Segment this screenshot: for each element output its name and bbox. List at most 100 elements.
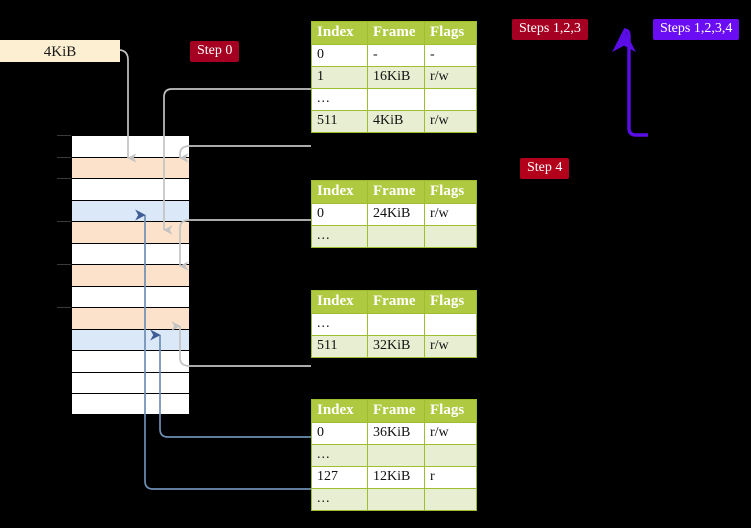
cell-frame: 32KiB — [367, 335, 425, 358]
cell-frame: - — [367, 44, 425, 67]
cell-flags: - — [424, 44, 477, 67]
column-header-index: Index — [311, 21, 368, 45]
table-header-row: Index Frame Flags — [311, 21, 477, 45]
cell-index: 0 — [311, 44, 368, 67]
table-row: ... — [311, 225, 477, 248]
memory-frame — [71, 307, 190, 329]
cell-flags: r/w — [424, 335, 477, 358]
cell-frame: 36KiB — [367, 422, 425, 445]
cell-frame: 24KiB — [367, 203, 425, 226]
memory-tick — [57, 221, 71, 223]
cell-frame: 16KiB — [367, 66, 425, 89]
cell-frame — [367, 444, 425, 467]
memory-tick — [57, 156, 71, 158]
cell-flags — [424, 225, 477, 248]
column-header-flags: Flags — [424, 21, 477, 45]
memory-frame — [71, 221, 190, 243]
cell-frame — [367, 225, 425, 248]
memory-frame — [71, 264, 190, 286]
cell-flags: r/w — [424, 422, 477, 445]
cell-index: 1 — [311, 66, 368, 89]
cell-flags — [424, 88, 477, 111]
size-label-4kib: 4KiB — [0, 40, 120, 62]
memory-tick — [57, 307, 71, 309]
memory-frame — [71, 178, 190, 200]
cell-index: 0 — [311, 422, 368, 445]
wire-steps-bracket — [612, 28, 648, 137]
memory-frame — [71, 242, 190, 265]
table-row: ... — [311, 444, 477, 467]
memory-frame — [71, 328, 190, 351]
memory-frame — [71, 393, 190, 415]
cell-frame: 4KiB — [367, 110, 425, 133]
memory-tick — [57, 264, 71, 266]
column-header-flags: Flags — [424, 290, 477, 314]
cell-index: 511 — [311, 335, 368, 358]
physical-memory-column — [71, 135, 190, 415]
memory-tick — [57, 178, 71, 180]
column-header-flags: Flags — [424, 180, 477, 204]
table-header-row: Index Frame Flags — [311, 399, 477, 423]
badge-step-4: Step 4 — [520, 158, 570, 179]
memory-frame — [71, 350, 190, 372]
cell-frame: 12KiB — [367, 466, 425, 489]
cell-flags — [424, 313, 477, 336]
badge-steps-1-2-3-4: Steps 1,2,3,4 — [653, 19, 740, 40]
memory-frame — [71, 371, 190, 394]
cell-flags — [424, 488, 477, 511]
table-row: 0-- — [311, 44, 477, 67]
memory-frame — [71, 199, 190, 222]
column-header-index: Index — [311, 180, 368, 204]
cell-index: ... — [311, 88, 368, 111]
memory-tick — [57, 135, 71, 136]
cell-flags: r/w — [424, 66, 477, 89]
table-row: ... — [311, 488, 477, 511]
column-header-index: Index — [311, 290, 368, 314]
wire-l3-row0-to-memory — [179, 219, 311, 271]
column-header-flags: Flags — [424, 399, 477, 423]
memory-frame — [71, 285, 190, 308]
table-header-row: Index Frame Flags — [311, 290, 477, 314]
wire-l2-row511-to-memory — [171, 321, 311, 367]
cell-index: 127 — [311, 466, 368, 489]
memory-frame — [71, 135, 190, 157]
column-header-frame: Frame — [367, 290, 425, 314]
cell-index: ... — [311, 444, 368, 467]
column-header-frame: Frame — [367, 399, 425, 423]
cell-frame — [367, 313, 425, 336]
memory-frame — [71, 156, 190, 179]
cell-index: 0 — [311, 203, 368, 226]
wire-l4-row511-to-memory — [179, 145, 311, 163]
table-header-row: Index Frame Flags — [311, 180, 477, 204]
cell-flags: r/w — [424, 110, 477, 133]
table-row: ... — [311, 313, 477, 336]
cell-flags — [424, 444, 477, 467]
cell-index: ... — [311, 225, 368, 248]
badge-steps-1-2-3: Steps 1,2,3 — [512, 19, 588, 40]
column-header-frame: Frame — [367, 180, 425, 204]
cell-index: ... — [311, 313, 368, 336]
table-row: ... — [311, 88, 477, 111]
cell-frame — [367, 88, 425, 111]
cell-index: ... — [311, 488, 368, 511]
cell-flags: r — [424, 466, 477, 489]
badge-step-0: Step 0 — [190, 41, 240, 62]
cell-flags: r/w — [424, 203, 477, 226]
cell-index: 511 — [311, 110, 368, 133]
column-header-frame: Frame — [367, 21, 425, 45]
column-header-index: Index — [311, 399, 368, 423]
